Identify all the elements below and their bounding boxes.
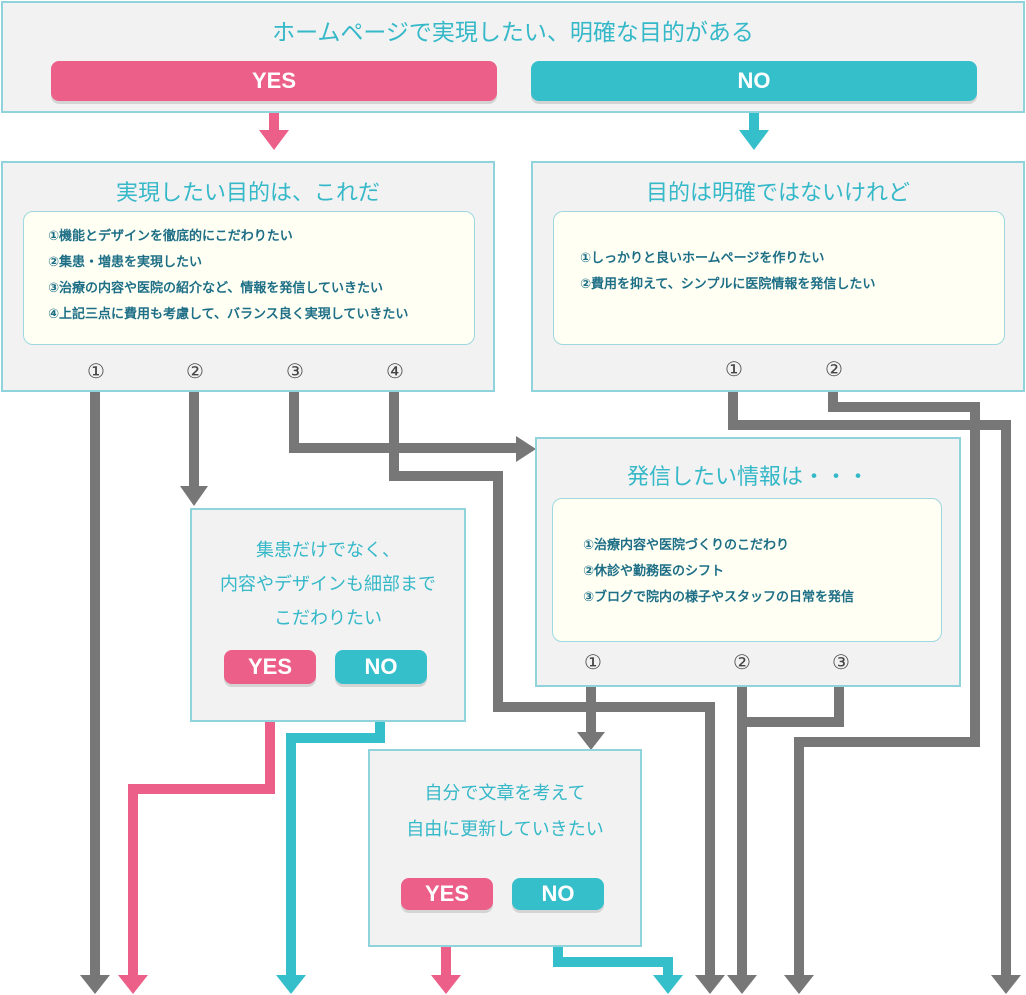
detail-line-2: 内容やデザインも細部まで xyxy=(220,574,436,595)
list-item: ③ブログで院内の様子やスタッフの日常を発信 xyxy=(583,590,855,605)
list-item: ①しっかりと良いホームページを作りたい xyxy=(580,251,825,266)
purpose-panel: 実現したい目的は、これだ ①機能とデザインを徹底的にこだわりたい ②集患・増患を… xyxy=(1,161,495,392)
purpose-num-3: ③ xyxy=(286,359,304,383)
list-item: ②集患・増患を実現したい xyxy=(48,255,203,270)
purpose-num-1: ① xyxy=(87,359,105,383)
top-yes-button[interactable]: YES xyxy=(51,61,497,101)
list-item: ②休診や勤務医のシフト xyxy=(583,564,725,579)
detail-line-1: 集患だけでなく、 xyxy=(256,540,400,561)
connector-left-4 xyxy=(389,392,715,978)
connector-detail-no xyxy=(286,683,385,978)
list-item: ③治療の内容や医院の紹介など、情報を発信していきたい xyxy=(48,281,383,296)
arrowhead-top-no xyxy=(739,130,769,150)
detail-line-3: こだわりたい xyxy=(274,608,382,629)
purpose-list: ①機能とデザインを徹底的にこだわりたい ②集患・増患を実現したい ③治療の内容や… xyxy=(23,211,475,345)
unclear-purpose-list: ①しっかりと良いホームページを作りたい ②費用を抑えて、シンプルに医院情報を発信… xyxy=(553,211,1005,345)
arrowhead-bottom-8 xyxy=(784,975,814,994)
info-num-3: ③ xyxy=(832,650,850,674)
connector-right-1 xyxy=(728,392,1011,978)
list-item: ④上記三点に費用も考慮して、バランス良く実現していきたい xyxy=(48,307,409,322)
update-line-2: 自由に更新していきたい xyxy=(406,819,604,840)
arrowhead-left-2 xyxy=(180,486,208,506)
unclear-num-1: ① xyxy=(725,357,743,381)
list-item: ①治療内容や医院づくりのこだわり xyxy=(583,538,790,553)
info-num-2: ② xyxy=(733,650,751,674)
list-item: ①機能とデザインを徹底的にこだわりたい xyxy=(48,229,293,244)
update-line-1: 自分で文章を考えて xyxy=(424,783,586,804)
info-num-1: ① xyxy=(584,650,602,674)
arrowhead-top-yes xyxy=(259,130,289,150)
arrowhead-bottom-4 xyxy=(431,975,461,994)
arrowhead-bottom-9 xyxy=(991,975,1021,994)
arrowhead-bottom-1 xyxy=(80,975,110,994)
unclear-purpose-panel: 目的は明確ではないけれど ①しっかりと良いホームページを作りたい ②費用を抑えて… xyxy=(531,161,1025,392)
connector-left-3 xyxy=(289,392,518,453)
arrowhead-bottom-3 xyxy=(276,975,306,994)
info-title: 発信したい情報は・・・ xyxy=(626,465,869,490)
unclear-num-2: ② xyxy=(825,357,843,381)
info-list: ①治療内容や医院づくりのこだわり ②休診や勤務医のシフト ③ブログで院内の様子や… xyxy=(552,498,942,642)
list-item: ②費用を抑えて、シンプルに医院情報を発信したい xyxy=(580,277,876,292)
arrowhead-bottom-2 xyxy=(118,975,148,994)
detail-yes-button[interactable]: YES xyxy=(224,650,316,684)
arrowhead-info-1 xyxy=(577,732,605,750)
purpose-num-2: ② xyxy=(186,359,204,383)
update-panel: 自分で文章を考えて 自由に更新していきたい YES NO xyxy=(368,749,642,947)
arrowhead-bottom-5 xyxy=(653,975,683,994)
top-no-button[interactable]: NO xyxy=(531,61,977,101)
detail-no-button[interactable]: NO xyxy=(335,650,427,684)
detail-panel: 集患だけでなく、 内容やデザインも細部まで こだわりたい YES NO xyxy=(190,508,466,722)
top-question-panel: ホームページで実現したい、明確な目的がある YES NO xyxy=(1,1,1025,113)
arrowhead-bottom-7 xyxy=(727,975,757,994)
arrowhead-bottom-6 xyxy=(695,975,725,994)
connector-info-3 xyxy=(742,682,844,727)
update-no-button[interactable]: NO xyxy=(512,878,604,910)
top-question-text: ホームページで実現したい、明確な目的がある xyxy=(272,20,754,46)
unclear-purpose-title: 目的は明確ではないけれど xyxy=(645,181,910,206)
purpose-title: 実現したい目的は、これだ xyxy=(115,181,380,206)
connector-detail-yes xyxy=(128,683,275,978)
purpose-num-4: ④ xyxy=(386,359,404,383)
info-panel: 発信したい情報は・・・ ①治療内容や医院づくりのこだわり ②休診や勤務医のシフト… xyxy=(535,437,961,687)
update-yes-button[interactable]: YES xyxy=(401,878,493,910)
arrowhead-left-3 xyxy=(516,436,536,462)
connector-right-2 xyxy=(794,392,980,978)
